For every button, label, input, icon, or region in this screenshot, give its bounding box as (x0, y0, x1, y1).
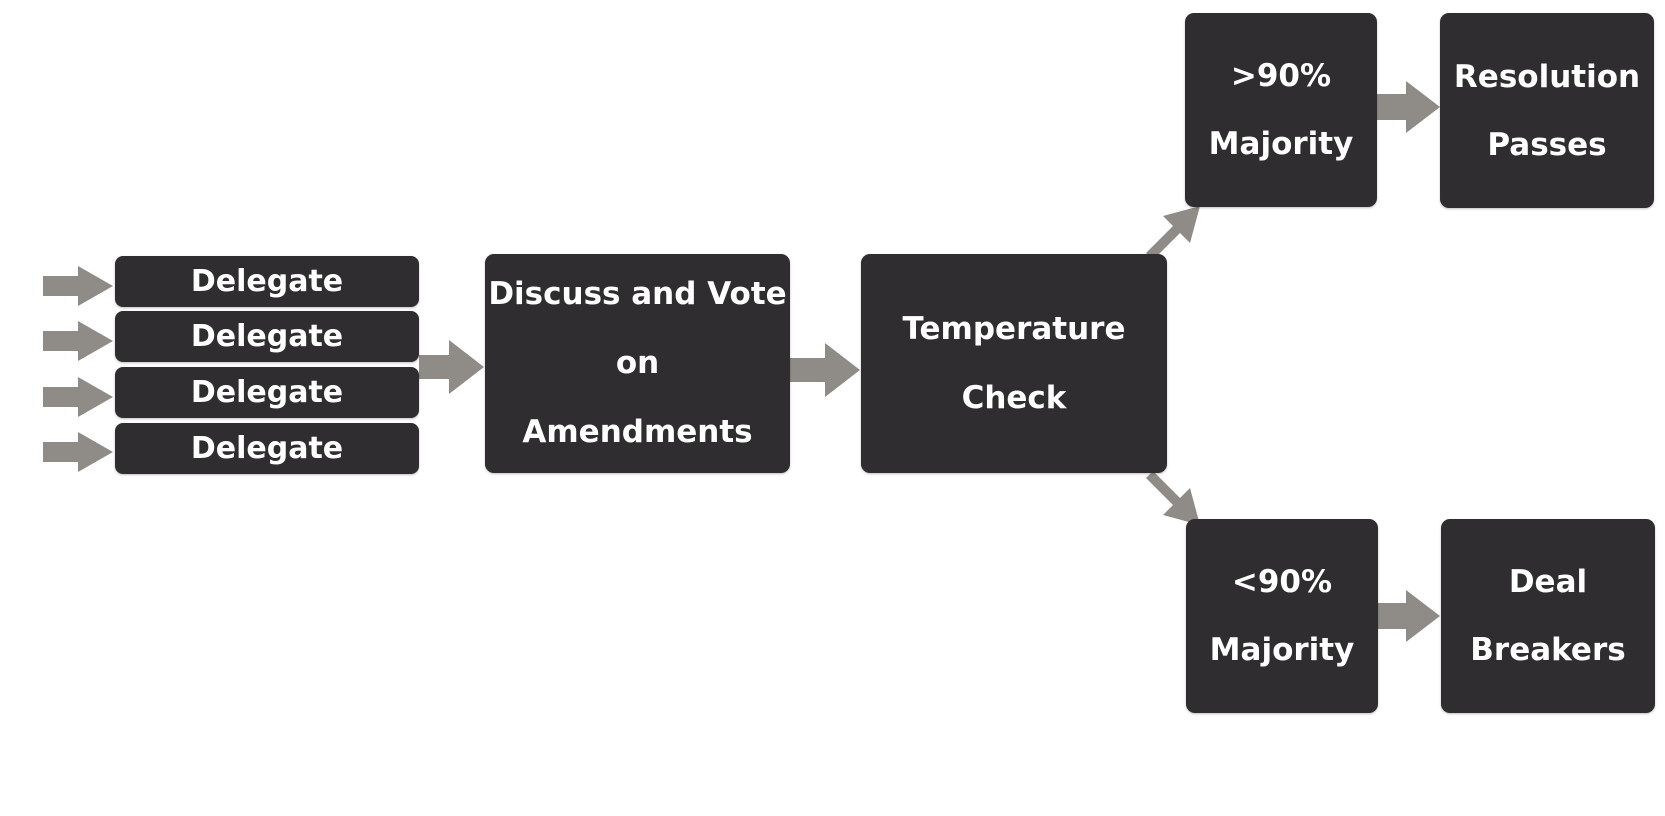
arrow-discuss-to-temperature (790, 343, 860, 397)
delegate-label-3: Delegate (190, 374, 344, 410)
over-90-majority-box: >90% Majority (1185, 13, 1377, 207)
input-arrow-4 (43, 432, 113, 472)
delegate-box-2: Delegate (115, 311, 419, 362)
input-arrow-1 (43, 266, 113, 306)
delegate-label-4: Delegate (190, 430, 344, 466)
arrow-temperature-to-under90 (1146, 471, 1200, 525)
delegate-box-1: Delegate (115, 256, 419, 307)
arrow-delegates-to-discuss (419, 340, 484, 394)
delegate-box-4: Delegate (115, 423, 419, 474)
over-90-majority-label: >90% Majority (1208, 58, 1354, 162)
delegate-label-1: Delegate (190, 263, 344, 299)
deal-breakers-label: Deal Breakers (1470, 564, 1626, 668)
under-90-majority-box: <90% Majority (1186, 519, 1378, 713)
delegate-label-2: Delegate (190, 318, 344, 354)
temperature-check-label: Temperature Check (902, 310, 1126, 416)
resolution-passes-label: Resolution Passes (1453, 58, 1641, 163)
deal-breakers-box: Deal Breakers (1441, 519, 1655, 713)
input-arrow-2 (43, 321, 113, 361)
arrow-over90-to-resolution (1376, 81, 1440, 133)
delegate-box-3: Delegate (115, 367, 419, 418)
arrow-under90-to-dealbreakers (1378, 590, 1440, 642)
discuss-vote-box: Discuss and Vote on Amendments (485, 254, 790, 473)
arrow-temperature-to-over90 (1146, 206, 1200, 260)
discuss-vote-label: Discuss and Vote on Amendments (488, 276, 787, 450)
under-90-majority-label: <90% Majority (1209, 564, 1355, 668)
resolution-passes-box: Resolution Passes (1440, 13, 1654, 208)
input-arrow-3 (43, 377, 113, 417)
temperature-check-box: Temperature Check (861, 254, 1167, 473)
